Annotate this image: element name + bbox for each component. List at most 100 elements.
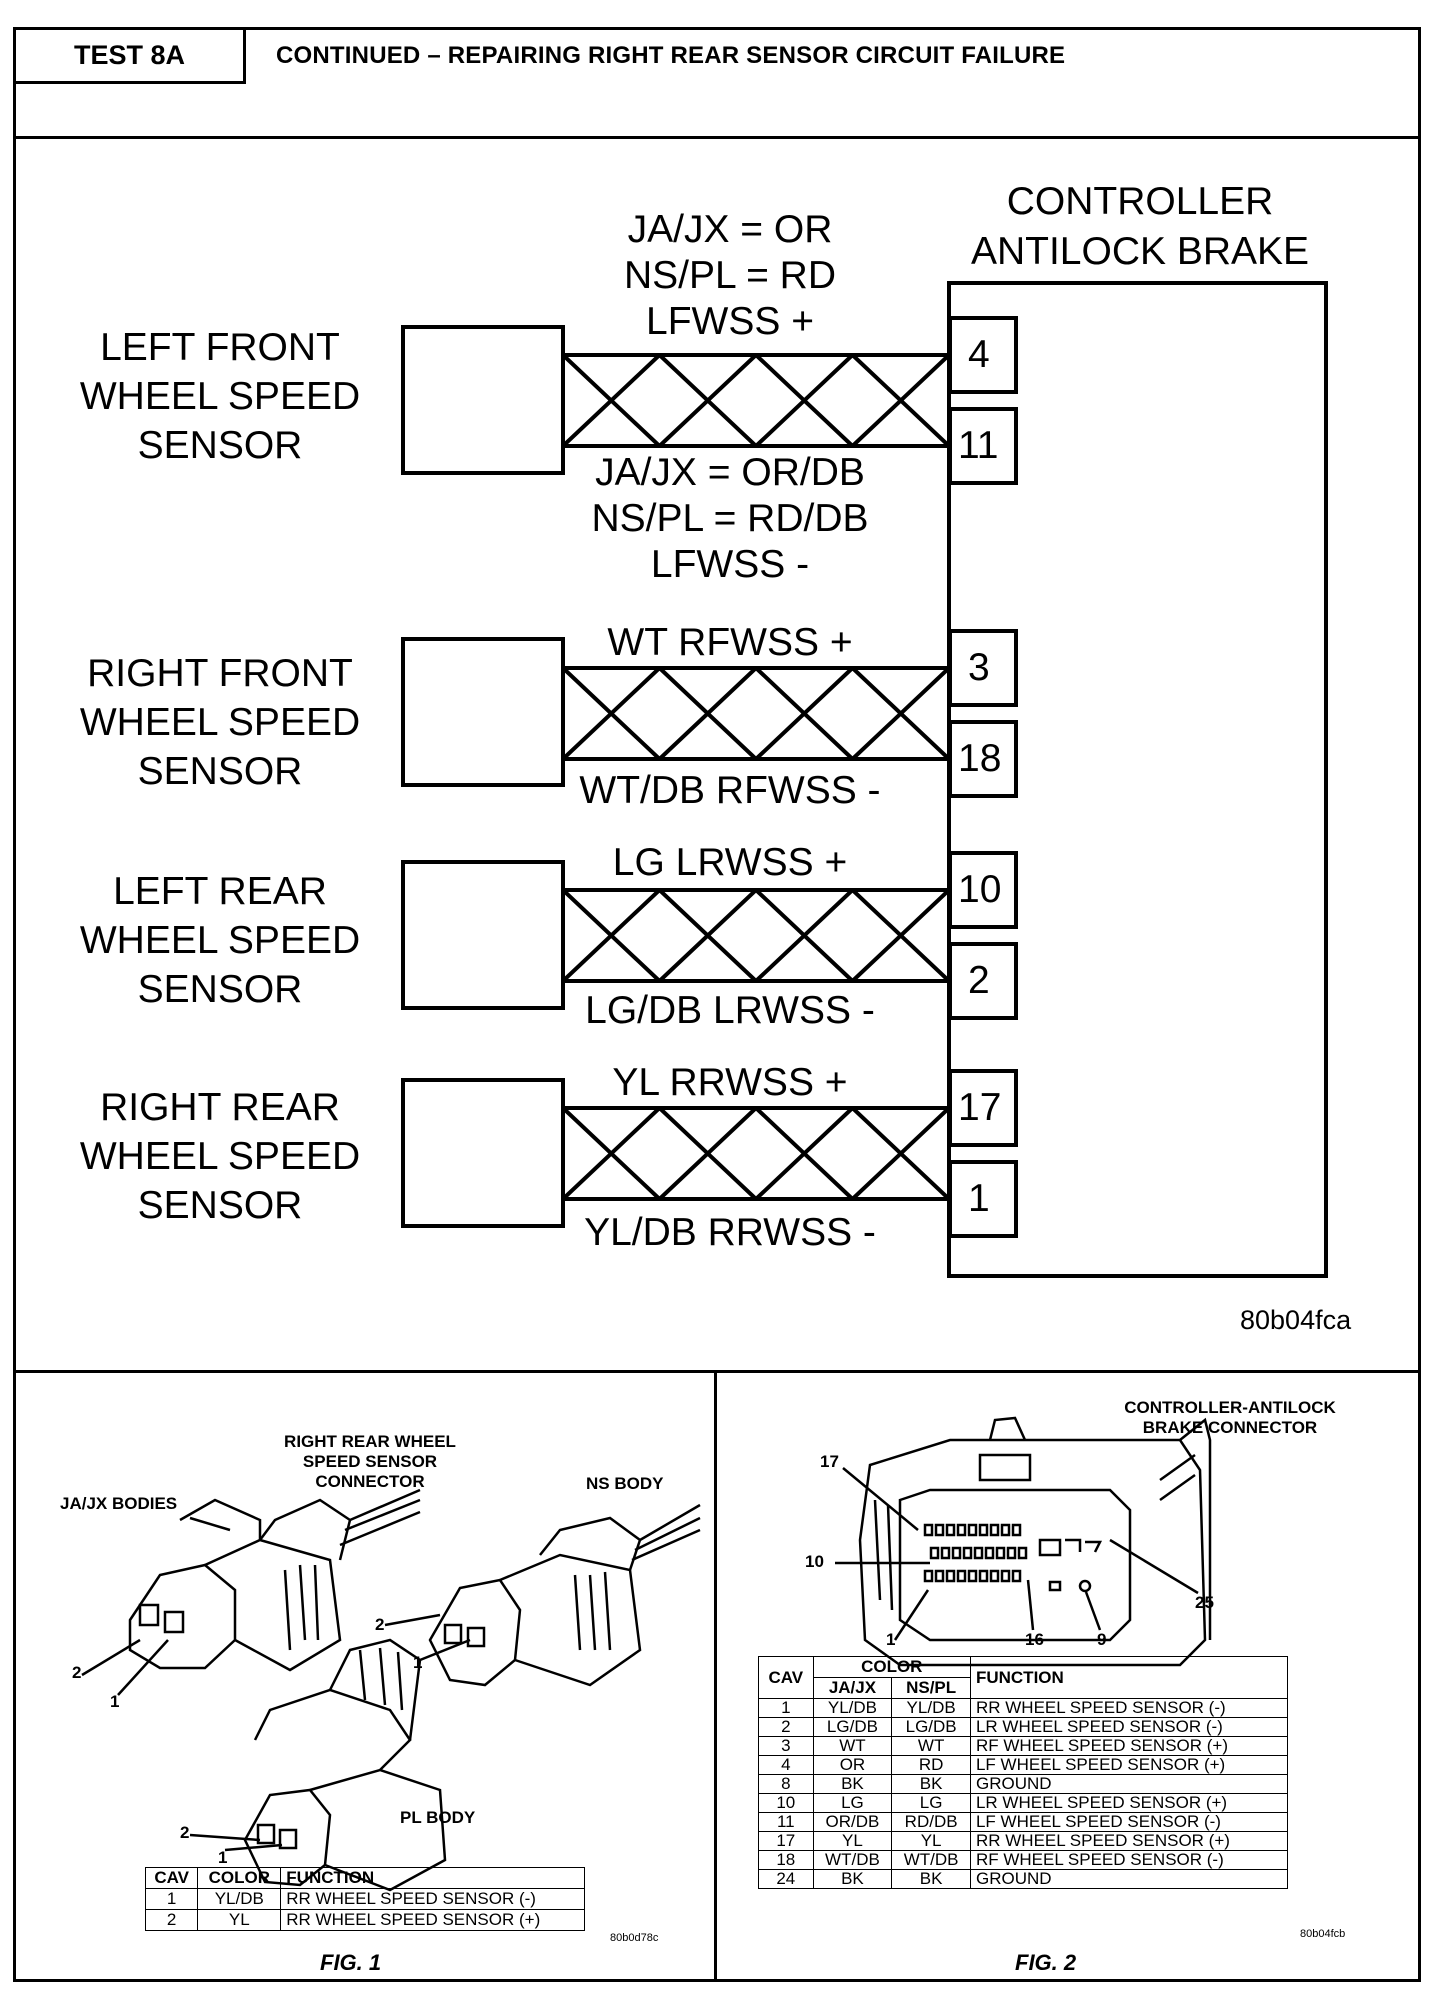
fig2-callout-10: 10 [805,1552,824,1571]
fig2-cell: YL [891,1831,971,1851]
figures-separator [714,1370,717,1982]
fig1-title-line: SPEED SENSOR [302,1452,438,1471]
fig2-cell: LF WHEEL SPEED SENSOR (-) [969,1812,1289,1832]
fig2-cell: LG [812,1793,893,1813]
twisted-pair-wire [561,666,951,761]
fig1-title-line: CONNECTOR [315,1472,425,1491]
pin-box-11 [948,407,1018,485]
controller-label: CONTROLLER ANTILOCK BRAKE [940,177,1340,277]
fig2-cell: LR WHEEL SPEED SENSOR (+) [969,1793,1289,1813]
fig1-cell: RR WHEEL SPEED SENSOR (-) [280,1888,585,1910]
fig2-reference: 80b04fcb [1300,1928,1346,1940]
fig2-callout-25: 25 [1195,1593,1214,1612]
wiring-diagram [401,281,1328,1278]
fig2-cell: BK [812,1774,893,1794]
controller-label-line2: ANTILOCK BRAKE [970,230,1310,273]
fig1-header: CAV [144,1867,199,1889]
sensor-label-line: SENSOR [137,1184,303,1227]
fig1-reference: 80b0d78c [610,1932,659,1944]
sensor-box-rf [401,637,565,787]
wire-label-line: WT/DB RFWSS - [579,769,881,812]
fig2-cell: WT [891,1736,971,1756]
fig1-cell: YL [197,1909,282,1931]
fig1-header: FUNCTION [280,1867,585,1889]
twisted-pair-wire [561,888,951,983]
sensor-label-line: LEFT REAR [113,870,327,913]
sensor-label-line: WHEEL SPEED [79,919,361,962]
fig1-title: RIGHT REAR WHEEL SPEED SENSOR CONNECTOR [250,1432,490,1492]
pin-box-17 [948,1069,1018,1147]
test-number: TEST 8A [16,30,246,84]
wire-label-line: LFWSS + [646,300,814,343]
fig2-header: CAV [758,1656,814,1699]
pin-number: 4 [968,333,990,376]
wire-label-line: WT RFWSS + [607,621,853,664]
fig1-callout-2: 2 [180,1823,190,1842]
wire-label-line: LG/DB LRWSS - [585,989,875,1032]
pin-number: 17 [958,1086,1002,1129]
fig2-cell: LG/DB [891,1717,971,1737]
fig1-ns-label: NS BODY [586,1474,664,1493]
fig2-caption: FIG. 2 [1015,1950,1077,1975]
sensor-label-line: RIGHT REAR [100,1086,340,1129]
twisted-pair-wire [561,1106,951,1201]
twisted-pair-wire [561,353,951,448]
fig1-callout-1: 1 [218,1848,228,1867]
fig2-callout-1: 1 [886,1630,896,1649]
wire-label-line: NS/PL = RD/DB [591,497,869,540]
fig2-cell: WT [812,1736,893,1756]
fig2-cell: YL/DB [891,1698,971,1718]
fig2-header: COLOR [812,1656,971,1678]
fig2-title: CONTROLLER-ANTILOCK BRAKE CONNECTOR [1090,1398,1370,1438]
fig1-callout-1: 1 [413,1653,423,1672]
wire-label-line: YL/DB RRWSS - [584,1211,876,1254]
sensor-label-rf: RIGHT FRONT WHEEL SPEED SENSOR [40,649,400,796]
wire-label-rf-minus: WT/DB RFWSS - [510,768,950,814]
fig1-callout-2: 2 [375,1615,385,1634]
page-frame [13,27,1421,1982]
pin-box-18 [948,720,1018,798]
fig1-callout-1: 1 [110,1692,120,1711]
fig2-cell: 4 [758,1755,814,1775]
sensor-box-rr [401,1078,565,1228]
pin-number: 3 [968,646,990,689]
fig2-cell: LF WHEEL SPEED SENSOR (+) [969,1755,1289,1775]
fig2-title-line: BRAKE CONNECTOR [1142,1418,1318,1437]
pin-box-10 [948,851,1018,929]
fig2-cell: 11 [758,1812,814,1832]
wire-label-lr-minus: LG/DB LRWSS - [510,988,950,1034]
header-divider [13,136,1421,139]
fig2-cell: RR WHEEL SPEED SENSOR (+) [969,1831,1289,1851]
wire-label-lf-plus: JA/JX = OR NS/PL = RD LFWSS + [510,207,950,345]
fig2-cell: RF WHEEL SPEED SENSOR (-) [969,1850,1289,1870]
sensor-label-line: WHEEL SPEED [79,375,361,418]
fig2-header: FUNCTION [969,1656,1289,1699]
fig1-table: CAV COLOR FUNCTION 1 YL/DB RR WHEEL SPEE… [144,1867,585,1931]
sensor-label-line: SENSOR [137,750,303,793]
sensor-box-lf [401,325,565,475]
pin-box-4 [948,316,1018,394]
fig2-cell: RF WHEEL SPEED SENSOR (+) [969,1736,1289,1756]
pin-box-3 [948,629,1018,707]
pin-box-1 [948,1160,1018,1238]
fig2-cell: 24 [758,1869,814,1889]
fig1-pl-label: PL BODY [400,1808,476,1827]
test-title: CONTINUED – REPAIRING RIGHT REAR SENSOR … [276,42,1066,69]
wire-label-line: JA/JX = OR [627,208,833,251]
fig2-cell: YL [812,1831,893,1851]
fig1-caption: FIG. 1 [320,1950,382,1975]
fig2-cell: LG/DB [812,1717,893,1737]
sensor-label-line: WHEEL SPEED [79,701,361,744]
fig2-cell: GROUND [969,1869,1289,1889]
figures-divider [13,1370,1421,1373]
sensor-label-line: LEFT FRONT [100,326,340,369]
fig2-cell: OR [812,1755,893,1775]
pin-number: 1 [968,1177,990,1220]
